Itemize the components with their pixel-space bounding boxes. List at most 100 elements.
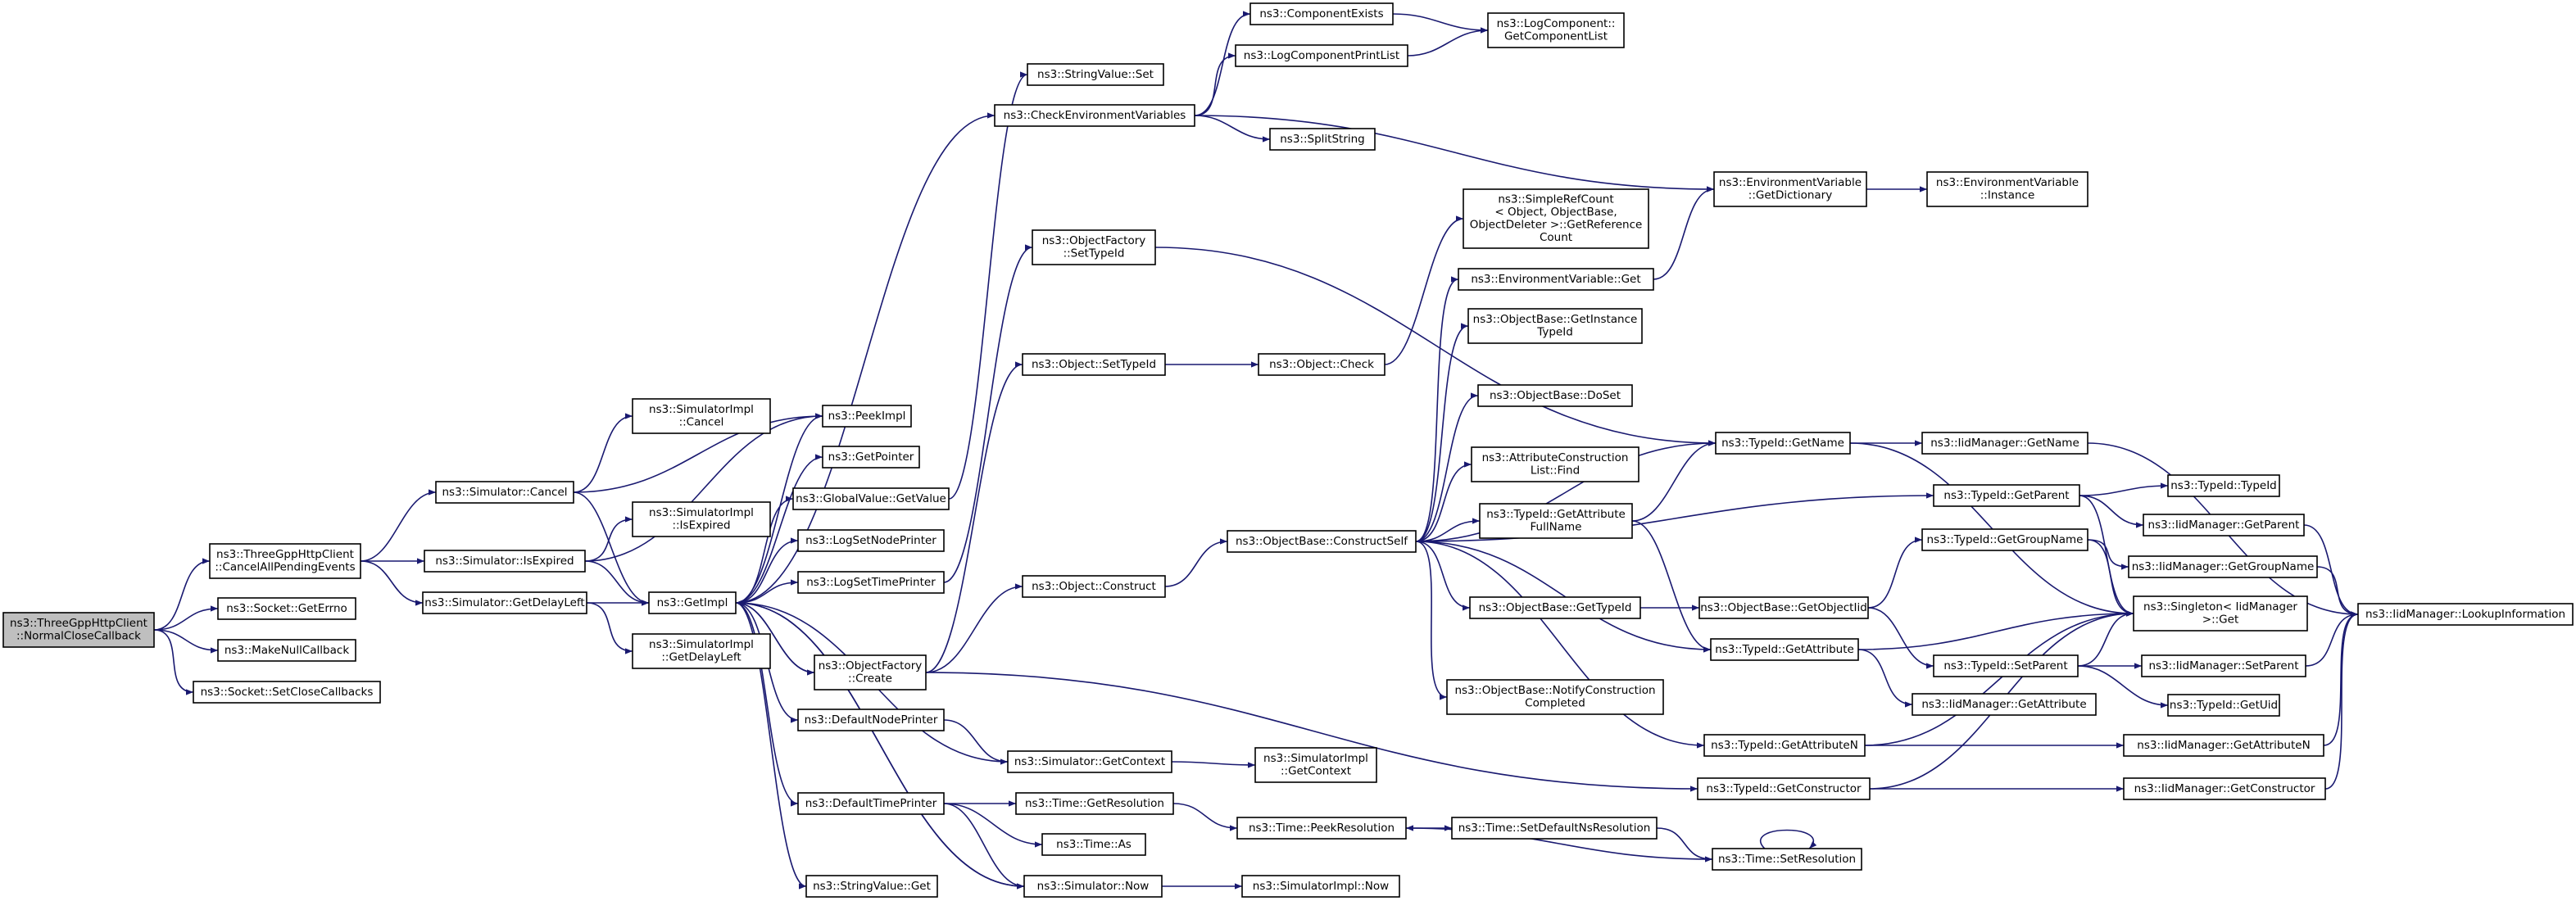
edge-simGetContext-to-implGetContext — [1171, 761, 1256, 768]
node-simNow[interactable]: ns3::Simulator::Now — [1023, 875, 1163, 898]
node-iidGetConstructor[interactable]: ns3::IidManager::GetConstructor — [2123, 777, 2326, 800]
node-obDoSet[interactable]: ns3::ObjectBase::DoSet — [1477, 384, 1633, 407]
edge-simIsExpired-to-getImpl — [584, 560, 650, 606]
node-splitString[interactable]: ns3::SplitString — [1269, 128, 1376, 151]
node-obGetTypeId[interactable]: ns3::ObjectBase::GetTypeId — [1469, 596, 1641, 619]
node-timePeekRes[interactable]: ns3::Time::PeekResolution — [1236, 817, 1407, 840]
node-simpleRef[interactable]: ns3::SimpleRefCount< Object, ObjectBase,… — [1463, 188, 1649, 249]
node-timeSetDefault[interactable]: ns3::Time::SetDefaultNsResolution — [1451, 817, 1658, 840]
node-logCompPrint[interactable]: ns3::LogComponentPrintList — [1235, 44, 1408, 67]
node-getImpl[interactable]: ns3::GetImpl — [648, 591, 737, 614]
node-implGetDelayLeft[interactable]: ns3::SimulatorImpl::GetDelayLeft — [632, 633, 771, 669]
node-box — [422, 591, 587, 614]
edge-tidGetParent-to-tidTypeId — [2079, 482, 2169, 496]
node-tidGetName[interactable]: ns3::TypeId::GetName — [1715, 432, 1851, 455]
node-peekImpl[interactable]: ns3::PeekImpl — [822, 405, 912, 428]
node-iidLookup[interactable]: ns3::IidManager::LookupInformation — [2357, 603, 2574, 626]
node-compExists[interactable]: ns3::ComponentExists — [1249, 2, 1394, 25]
node-makeNull[interactable]: ns3::MakeNullCallback — [217, 639, 356, 662]
node-objConstruct[interactable]: ns3::Object::Construct — [1022, 575, 1166, 598]
node-iidGetAttribute[interactable]: ns3::IidManager::GetAttribute — [1912, 693, 2097, 716]
node-label: ns3::SimulatorImpl — [649, 403, 754, 416]
edge-obConstructSelf-to-obNotify — [1415, 541, 1448, 700]
node-svSet[interactable]: ns3::StringValue::Set — [1027, 63, 1164, 86]
node-obConstructSelf[interactable]: ns3::ObjectBase::ConstructSelf — [1227, 530, 1417, 553]
node-label: ns3::Object::SetTypeId — [1032, 358, 1156, 371]
node-cancelAll[interactable]: ns3::ThreeGppHttpClient::CancelAllPendin… — [209, 543, 361, 579]
node-checkEnv[interactable]: ns3::CheckEnvironmentVariables — [994, 104, 1195, 127]
node-simGetContext[interactable]: ns3::Simulator::GetContext — [1007, 750, 1172, 773]
node-singletonGet[interactable]: ns3::Singleton< IidManager>::Get — [2133, 595, 2308, 632]
node-label: ns3::ObjectBase::ConstructSelf — [1236, 535, 1408, 548]
node-obNotify[interactable]: ns3::ObjectBase::NotifyConstructionCompl… — [1446, 679, 1664, 715]
node-iidGetName[interactable]: ns3::IidManager::GetName — [1921, 432, 2088, 455]
node-objSetTypeId[interactable]: ns3::Object::SetTypeId — [1022, 353, 1166, 376]
node-timeGetRes[interactable]: ns3::Time::GetResolution — [1015, 792, 1174, 815]
node-simIsExpired[interactable]: ns3::Simulator::IsExpired — [424, 550, 586, 573]
node-logSetNode[interactable]: ns3::LogSetNodePrinter — [797, 529, 945, 552]
node-box — [1933, 484, 2080, 507]
node-implCancel[interactable]: ns3::SimulatorImpl::Cancel — [632, 398, 771, 434]
node-logSetTime[interactable]: ns3::LogSetTimePrinter — [797, 571, 945, 594]
node-iidSetParent[interactable]: ns3::IidManager::SetParent — [2141, 654, 2306, 677]
node-implIsExpired[interactable]: ns3::SimulatorImpl::IsExpired — [632, 501, 771, 537]
node-envGet[interactable]: ns3::EnvironmentVariable::Get — [1458, 268, 1654, 291]
node-ofSetTypeId[interactable]: ns3::ObjectFactory::SetTypeId — [1032, 229, 1156, 265]
node-box — [193, 681, 381, 704]
node-envInstance[interactable]: ns3::EnvironmentVariable::Instance — [1926, 171, 2088, 207]
node-simGetDelayLeft[interactable]: ns3::Simulator::GetDelayLeft — [422, 591, 587, 614]
node-box — [2143, 514, 2305, 537]
node-envGetDict[interactable]: ns3::EnvironmentVariable::GetDictionary — [1713, 171, 1867, 207]
node-label: ns3::ObjectBase::DoSet — [1490, 389, 1621, 402]
edge-root-to-cancelAll — [153, 558, 211, 631]
node-objCheck[interactable]: ns3::Object::Check — [1258, 353, 1386, 376]
node-box — [2123, 734, 2324, 757]
node-box — [822, 446, 920, 469]
node-tidGetUid[interactable]: ns3::TypeId::GetUid — [2167, 694, 2280, 717]
node-box — [217, 639, 356, 662]
node-label: ns3::GetPointer — [828, 450, 914, 464]
node-ofCreate[interactable]: ns3::ObjectFactory::Create — [814, 654, 927, 690]
node-defNode[interactable]: ns3::DefaultNodePrinter — [797, 709, 945, 731]
node-label: ns3::GlobalValue::GetValue — [796, 492, 946, 505]
node-timeAs[interactable]: ns3::Time::As — [1041, 833, 1146, 856]
node-tidGetGroupName[interactable]: ns3::TypeId::GetGroupName — [1921, 528, 2088, 551]
node-tidGetConstructor[interactable]: ns3::TypeId::GetConstructor — [1697, 777, 1871, 800]
node-iidGetParent[interactable]: ns3::IidManager::GetParent — [2143, 514, 2305, 537]
node-getPointer[interactable]: ns3::GetPointer — [822, 446, 920, 469]
node-iidGetAttributeN[interactable]: ns3::IidManager::GetAttributeN — [2123, 734, 2324, 757]
node-defTime[interactable]: ns3::DefaultTimePrinter — [797, 792, 945, 815]
node-label: ns3::TypeId::GetAttribute — [1486, 508, 1626, 521]
node-iidGetGroupName[interactable]: ns3::IidManager::GetGroupName — [2128, 555, 2318, 578]
edge-timeSetRes-to-timeSetRes — [1759, 829, 1817, 849]
node-label: ns3::IidManager::GetParent — [2148, 518, 2300, 532]
edge-simIsExpired-to-peekImpl — [584, 413, 823, 562]
node-tidGetAttributeN[interactable]: ns3::TypeId::GetAttributeN — [1703, 734, 1866, 757]
node-timeSetRes[interactable]: ns3::Time::SetResolution — [1712, 848, 1862, 871]
node-label: Completed — [1525, 697, 1585, 710]
edge-defNode-to-simGetContext — [943, 719, 1009, 765]
node-obGetObjectIid[interactable]: ns3::ObjectBase::GetObjectIid — [1698, 596, 1869, 619]
node-tidTypeId[interactable]: ns3::TypeId::TypeId — [2167, 474, 2280, 497]
node-root[interactable]: ns3::ThreeGppHttpClient::NormalCloseCall… — [2, 612, 155, 648]
node-box — [1249, 2, 1394, 25]
node-simCancel[interactable]: ns3::Simulator::Cancel — [435, 481, 574, 504]
node-setClose[interactable]: ns3::Socket::SetCloseCallbacks — [193, 681, 381, 704]
node-sockGetErrno[interactable]: ns3::Socket::GetErrno — [217, 597, 356, 620]
node-label: TypeId — [1536, 326, 1573, 339]
node-svGet[interactable]: ns3::StringValue::Get — [805, 875, 938, 898]
node-tidGetParent[interactable]: ns3::TypeId::GetParent — [1933, 484, 2080, 507]
node-box — [217, 597, 356, 620]
node-implNow[interactable]: ns3::SimulatorImpl::Now — [1241, 875, 1400, 898]
node-tidGetAttribute[interactable]: ns3::TypeId::GetAttribute — [1710, 638, 1859, 661]
node-box — [2133, 595, 2308, 632]
node-gvGetValue[interactable]: ns3::GlobalValue::GetValue — [792, 487, 950, 510]
node-box — [632, 633, 771, 669]
node-box — [2123, 777, 2326, 800]
node-logCompGetList[interactable]: ns3::LogComponent::GetComponentList — [1487, 12, 1625, 48]
node-implGetContext[interactable]: ns3::SimulatorImpl::GetContext — [1254, 747, 1377, 783]
node-tidSetParent[interactable]: ns3::TypeId::SetParent — [1933, 654, 2079, 677]
